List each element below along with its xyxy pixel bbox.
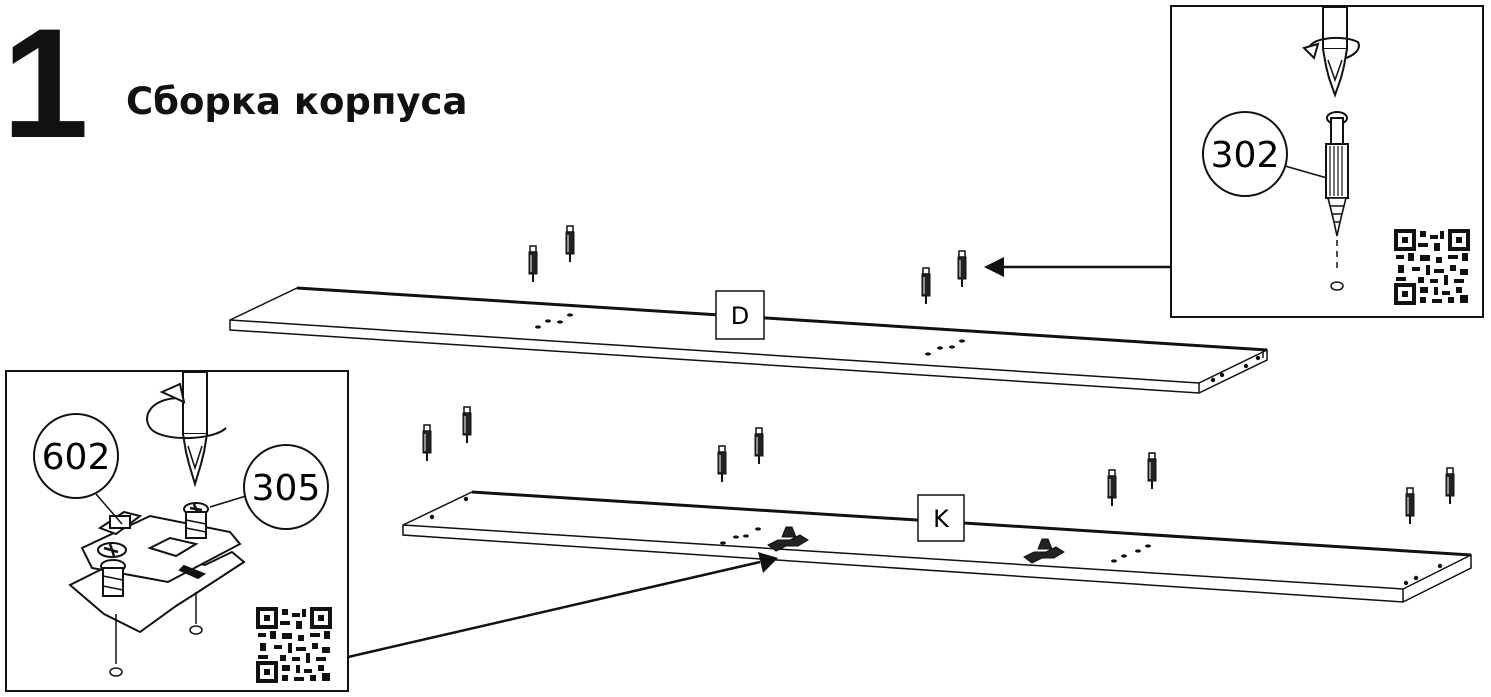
step-title: Сборка корпуса (126, 80, 468, 123)
screw-lower (100, 559, 126, 597)
rotate-arrow-icon (1302, 36, 1360, 60)
hinge-plate-left (767, 526, 809, 552)
panel-k-label-box (917, 494, 965, 542)
qr-code-icon (254, 605, 334, 685)
part-callout-302 (1202, 111, 1288, 197)
panel-d (229, 286, 1268, 394)
screwdriver-icon (1322, 6, 1348, 99)
detail-box-cam-bolt (1170, 5, 1484, 318)
part-number-602: 602 (42, 437, 111, 478)
panel-k-label: K (933, 505, 950, 533)
rotate-arrow-icon (146, 382, 227, 439)
part-callout-305 (243, 444, 329, 530)
hinge-plate-right (1023, 538, 1065, 564)
step-number: 1 (2, 0, 89, 171)
qr-code-icon (1392, 227, 1472, 307)
part-number-305: 305 (252, 468, 321, 509)
panel-d-label: D (731, 302, 749, 330)
part-callout-602 (33, 413, 119, 499)
cam-bolt-302 (1325, 111, 1349, 291)
panel-k (402, 490, 1472, 603)
callout-arrow-icon (347, 552, 778, 659)
screw-305 (183, 502, 209, 539)
part-number-302: 302 (1211, 135, 1280, 176)
callout-arrow-icon (984, 257, 1171, 277)
screwdriver-icon (182, 371, 208, 488)
detail-box-hinge (5, 370, 349, 692)
panel-d-label-box (715, 290, 765, 340)
